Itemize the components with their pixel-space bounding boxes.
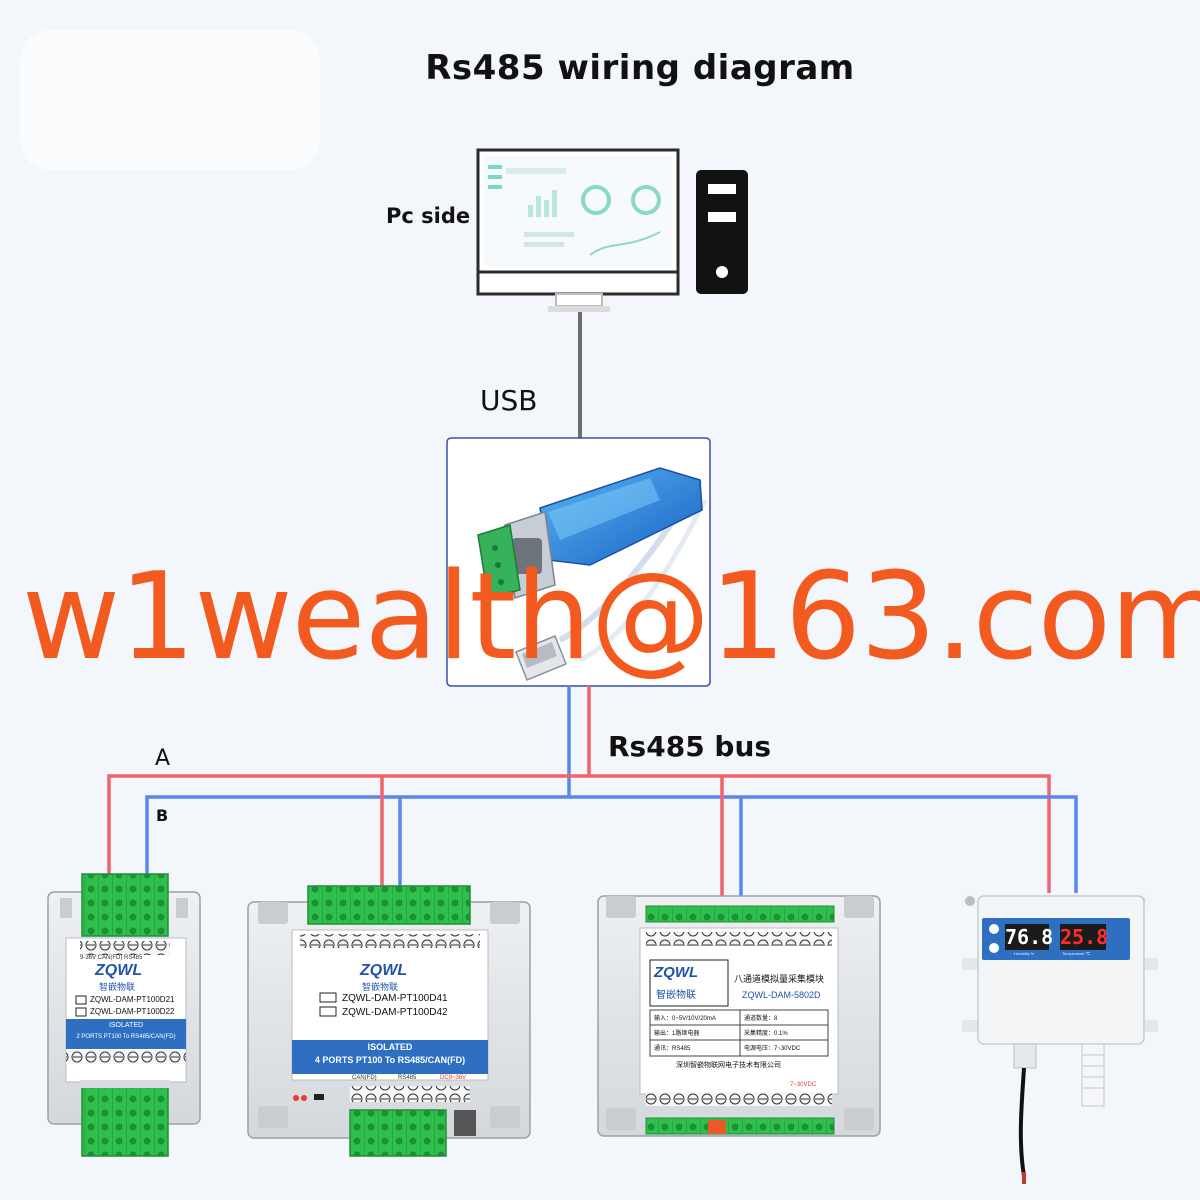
module3-spec-r3c2: 电源电压：7~30VDC <box>744 1046 801 1052</box>
module2-pt100-4port <box>247 885 531 1157</box>
module1-top-groups: 9-36V CAN(FD) RS485 <box>80 955 143 961</box>
module3-company: 深圳智嵌物联网电子技术有限公司 <box>676 1062 781 1069</box>
pc-computer-icon <box>476 148 748 312</box>
module2-model-1: ZQWL-DAM-PT100D41 <box>342 993 448 1004</box>
line-a-label: A <box>155 746 171 771</box>
module1-pt100-2port <box>47 873 201 1157</box>
module3-brand-cn: 智嵌物联 <box>656 990 696 1001</box>
module2-band-line2: 4 PORTS PT100 To RS485/CAN(FD) <box>314 1055 466 1065</box>
bus-line-a-right <box>589 774 1051 893</box>
email-watermark: w1wealth@163.com <box>22 548 1200 687</box>
module2-brand-logo: ZQWL <box>360 962 408 979</box>
rs485-bus-lines <box>107 686 1078 906</box>
pc-side-label: Pc side <box>386 204 471 228</box>
module1-brand-logo: ZQWL <box>95 962 143 979</box>
module1-brand-cn: 智嵌物联 <box>99 982 136 992</box>
module1-model-1: ZQWL-DAM-PT100D21 <box>90 995 175 1004</box>
module2-band-line1: ISOLATED <box>367 1042 413 1052</box>
module2-group-rs485: RS485 <box>398 1075 417 1081</box>
module3-title-cn: 八通道模拟量采集模块 <box>734 974 825 984</box>
module3-spec-r3c1: 通讯：RS485 <box>654 1046 691 1052</box>
rs485-bus-label: Rs485 bus <box>608 730 772 763</box>
humidity-label: Humidity % <box>1014 951 1035 956</box>
module3-brand-logo: ZQWL <box>654 964 699 981</box>
module3-spec-r1c1: 输入：0~5V/10V/20mA <box>654 1016 716 1022</box>
module1-band-line1: ISOLATED <box>108 1022 144 1029</box>
line-b-label: B <box>156 806 169 825</box>
temperature-label: Temperature ℃ <box>1062 951 1091 956</box>
bus-line-b <box>145 686 571 880</box>
module3-spec-r1c2: 通道数量：8 <box>744 1016 778 1022</box>
module2-brand-cn: 智嵌物联 <box>362 982 399 992</box>
usb-rs485-converter <box>446 437 711 687</box>
module2-model-2: ZQWL-DAM-PT100D42 <box>342 1007 448 1018</box>
diagram-title: Rs485 wiring diagram <box>425 48 855 88</box>
module3-spec-r2c1: 输出：1路继电器 <box>654 1031 700 1037</box>
background-blur <box>20 30 320 170</box>
module3-analog-8ch <box>597 895 881 1137</box>
usb-label: USB <box>480 384 538 417</box>
humidity-display: 76.8 <box>1005 925 1054 949</box>
bus-line-b-right <box>569 795 1078 893</box>
bus-line-a <box>107 686 591 880</box>
module2-group-can: CAN(FD) <box>352 1075 377 1081</box>
module3-model: ZQWL-DAM-5802D <box>742 990 821 1000</box>
module1-model-2: ZQWL-DAM-PT100D22 <box>90 1007 175 1016</box>
temperature-display: 25.8 <box>1060 925 1109 949</box>
module2-group-power: DC9~36V <box>440 1075 467 1081</box>
module3-spec-r2c2: 采集精度：0.1% <box>744 1031 788 1037</box>
module3-bottom-power: 7~30VDC <box>790 1082 817 1088</box>
module1-band-line2: 2 PORTS PT100 To RS485/CAN(FD) <box>76 1034 176 1040</box>
temperature-humidity-sensor <box>962 894 1158 1184</box>
